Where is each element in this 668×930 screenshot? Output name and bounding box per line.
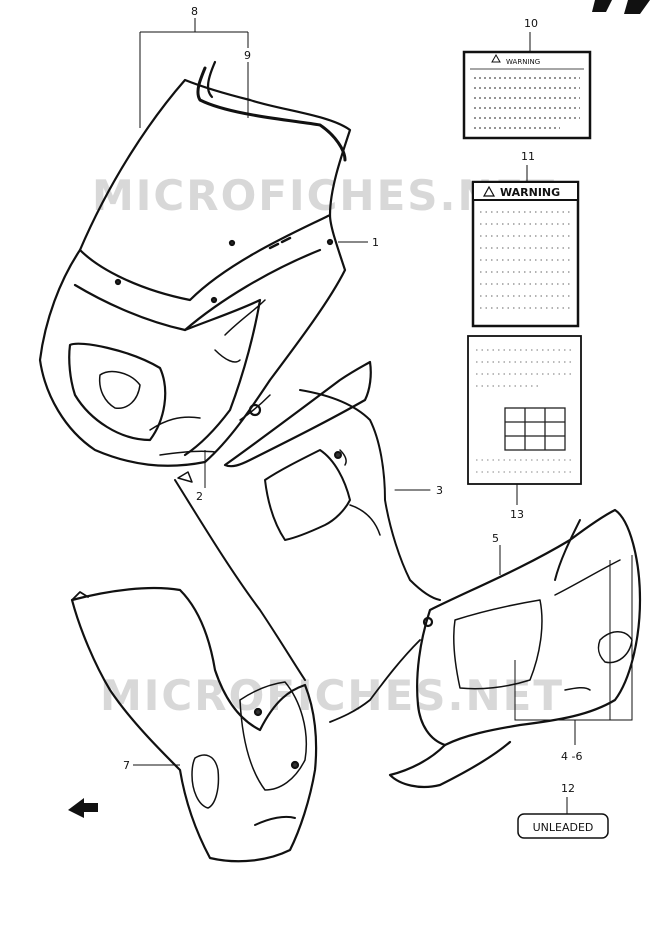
callout-13: 13: [510, 508, 524, 521]
part-upper-cowling: [38, 60, 352, 467]
warning-label-large: WARNING: [471, 180, 580, 328]
page-corner-mark: [592, 0, 650, 14]
callout-10: 10: [524, 17, 538, 30]
part-inner-cover: [174, 389, 441, 681]
part-side-cowling: [329, 508, 642, 789]
watermark-bottom: MICROFICHES.NET: [100, 671, 564, 720]
callout-9: 9: [244, 49, 251, 62]
part-inner-panel: [223, 360, 372, 468]
callout-5: 5: [492, 532, 499, 545]
callout-3: 3: [436, 484, 443, 497]
callout-4-6: 4 -6: [561, 750, 582, 763]
unleaded-label: UNLEADED: [517, 813, 609, 839]
part-lower-cowling: [70, 586, 318, 863]
warning-label-small: WARNING: [462, 50, 592, 140]
decal-leaders: [514, 555, 633, 745]
callout-8: 8: [191, 5, 198, 18]
bracket-8-9: [139, 18, 249, 128]
callout-2: 2: [196, 490, 203, 503]
callout-12: 12: [561, 782, 575, 795]
warning-small-text: WARNING: [506, 58, 540, 66]
unleaded-text: UNLEADED: [533, 821, 594, 834]
callout-7: 7: [123, 759, 130, 772]
info-label: [467, 335, 582, 485]
callout-1: 1: [372, 236, 379, 249]
callout-11: 11: [521, 150, 535, 163]
front-arrow-icon: [68, 798, 98, 818]
warning-large-text: WARNING: [500, 186, 560, 199]
